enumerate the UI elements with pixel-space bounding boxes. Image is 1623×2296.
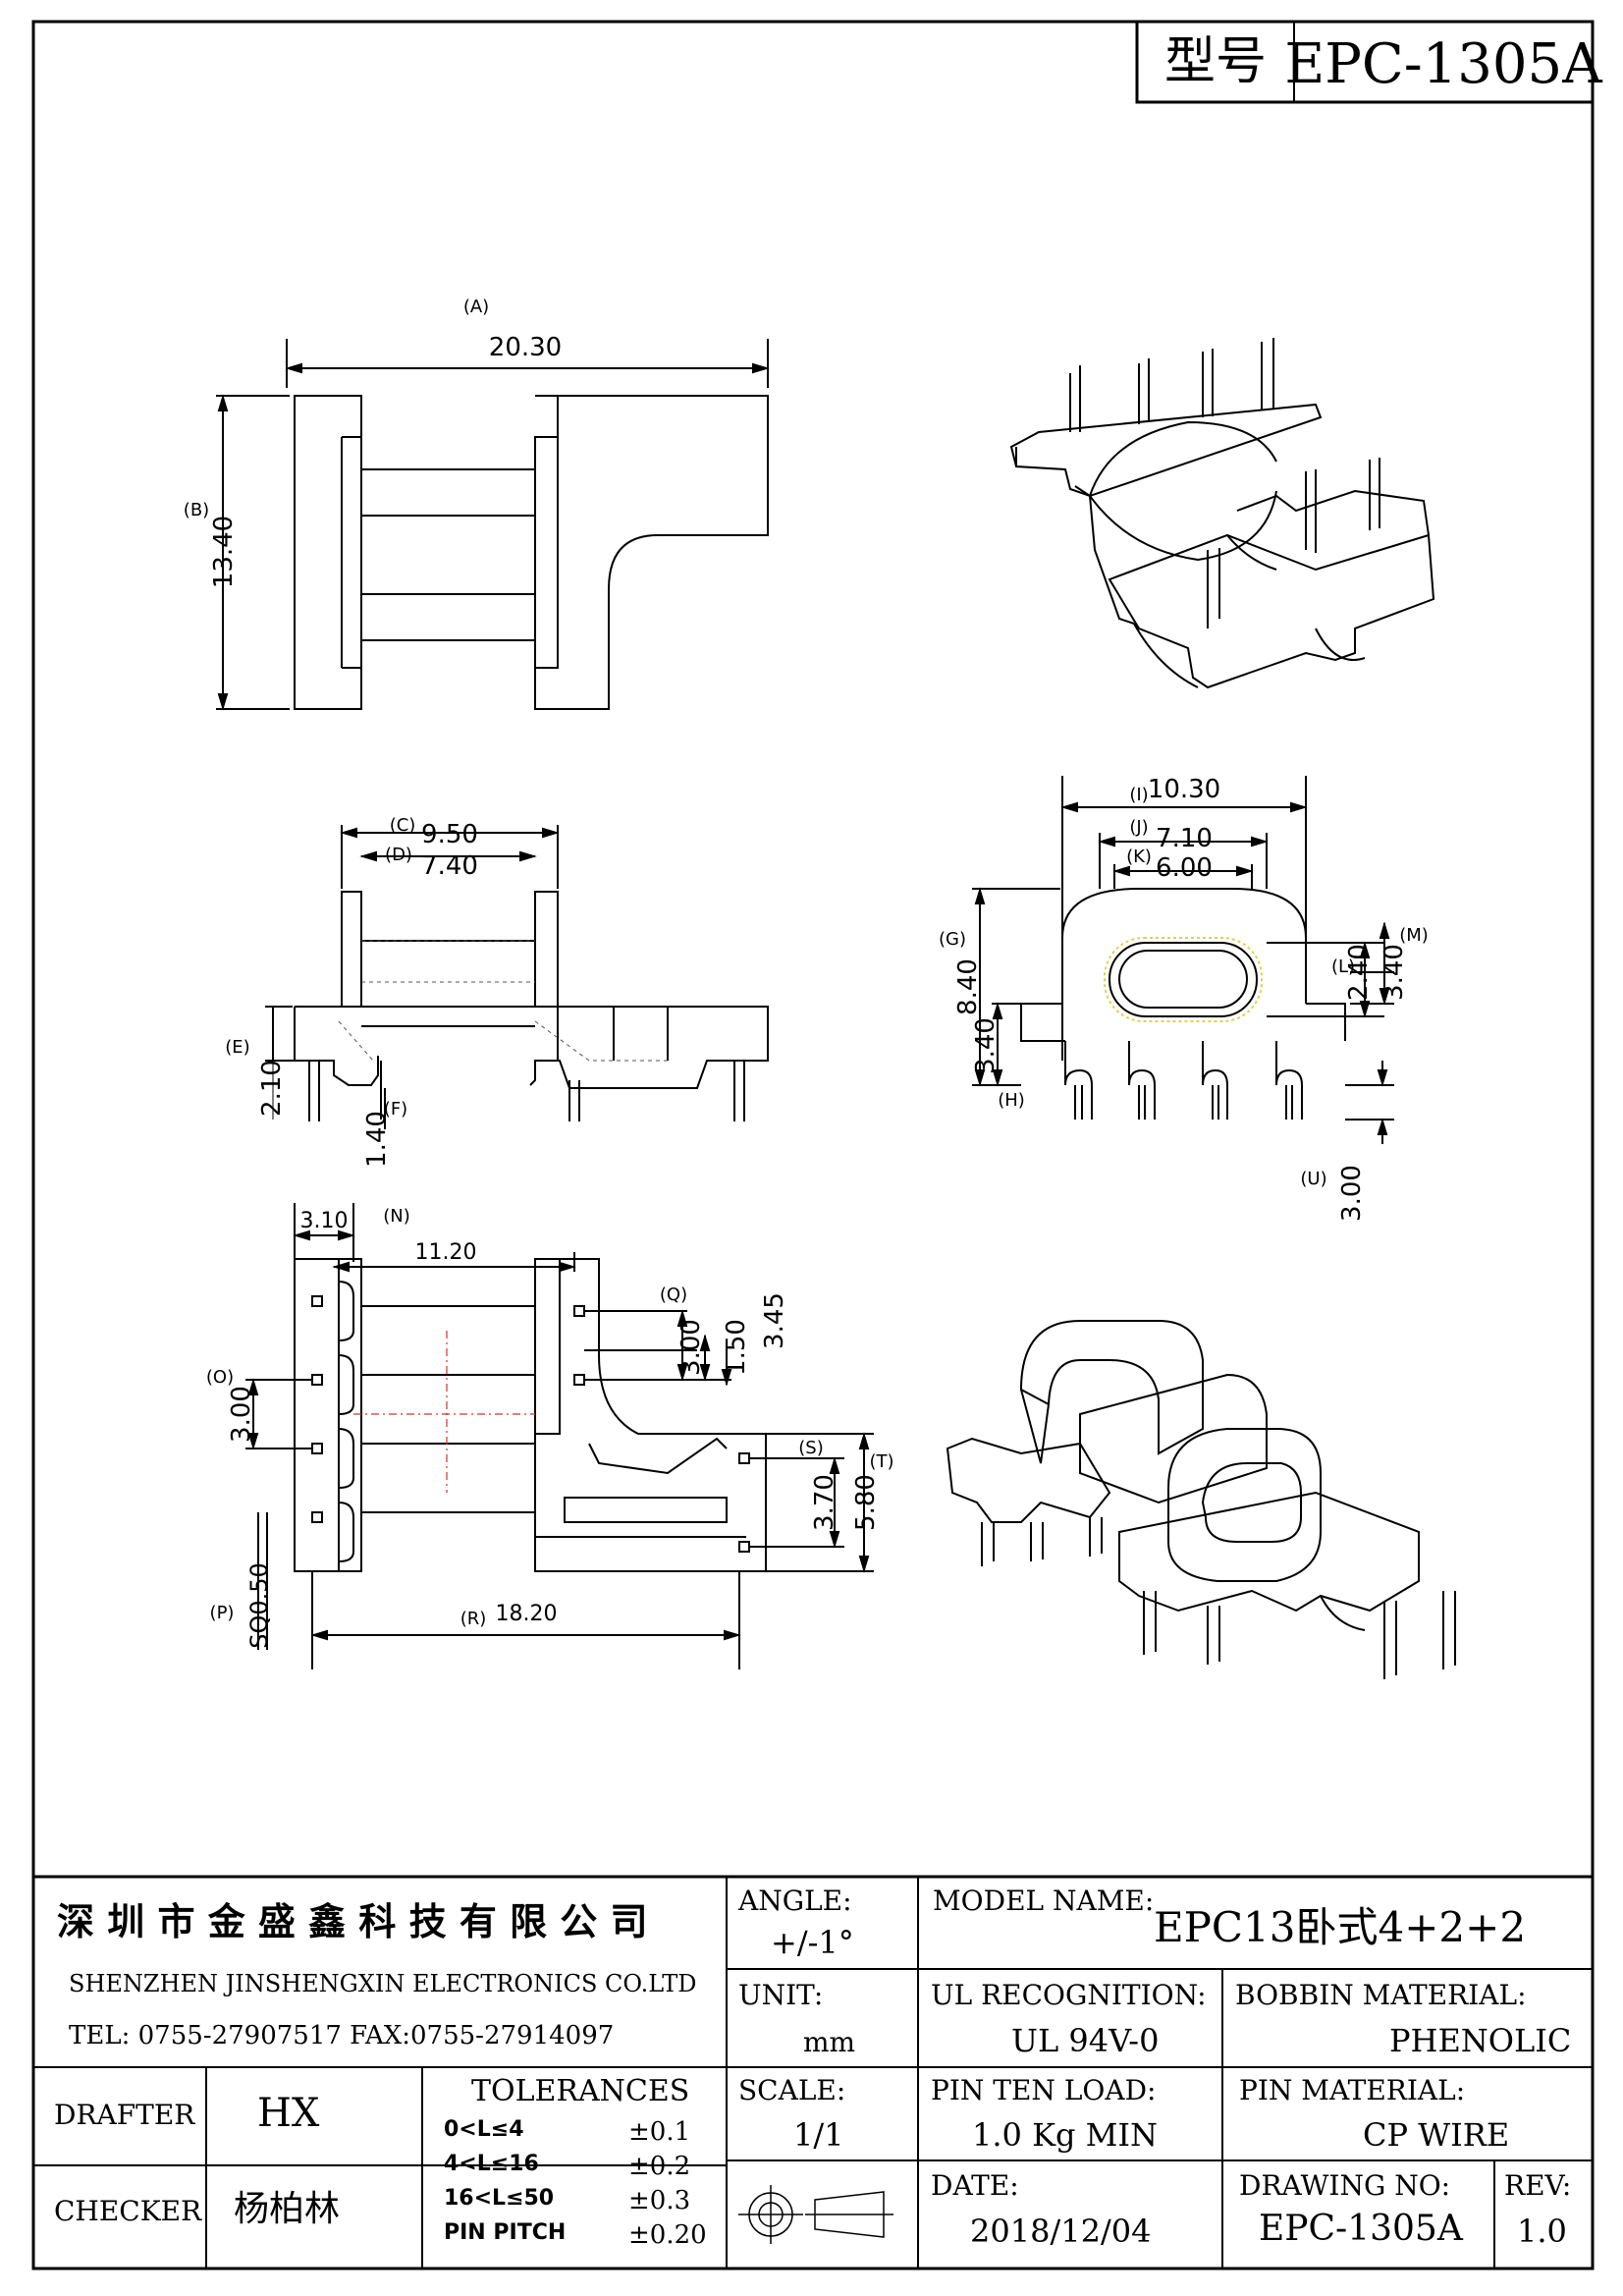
dim-u-label: (U) bbox=[1300, 1169, 1326, 1189]
dim-s-label: (S) bbox=[798, 1438, 823, 1458]
dim-e-value: 2.10 bbox=[257, 1060, 287, 1117]
dim-k-label: (K) bbox=[1126, 847, 1152, 867]
dim-f-label: (F) bbox=[384, 1099, 407, 1120]
pin-material-label: PIN MATERIAL: bbox=[1239, 2074, 1466, 2106]
iso-view-top bbox=[1009, 338, 1435, 689]
tolerance-value: ±0.2 bbox=[628, 2152, 691, 2181]
dim-w-value: 3.10 bbox=[300, 1209, 349, 1233]
angle-label: ANGLE: bbox=[738, 1885, 852, 1917]
dim-m-label: (M) bbox=[1399, 925, 1429, 946]
dim-o-value: 3.00 bbox=[227, 1386, 256, 1443]
date-label: DATE: bbox=[931, 2169, 1019, 2202]
dim-c-value: 9.50 bbox=[421, 820, 478, 849]
model-name-label: MODEL NAME: bbox=[933, 1885, 1155, 1917]
angle-value: +/-1° bbox=[771, 1924, 854, 1961]
dim-a-label: (A) bbox=[463, 297, 489, 317]
dim-r-label: (R) bbox=[460, 1609, 487, 1629]
dim-o-label: (O) bbox=[206, 1367, 234, 1388]
checker-label: CHECKER bbox=[54, 2195, 202, 2227]
bobbin-material-value: PHENOLIC bbox=[1389, 2022, 1572, 2059]
top-view bbox=[216, 339, 770, 711]
date-value: 2018/12/04 bbox=[970, 2213, 1152, 2250]
dim-q3-value: 3.45 bbox=[760, 1292, 789, 1349]
dim-i-value: 10.30 bbox=[1148, 775, 1220, 804]
dim-t-label: (T) bbox=[869, 1451, 893, 1472]
tolerance-range: PIN PITCH bbox=[444, 2220, 567, 2245]
dim-c-label: (C) bbox=[390, 815, 416, 836]
dim-r-value: 18.20 bbox=[496, 1602, 558, 1626]
bobbin-material-label: BOBBIN MATERIAL: bbox=[1235, 1979, 1527, 2011]
tolerance-range: 4<L≤16 bbox=[444, 2152, 539, 2176]
model-header-value: EPC-1305A bbox=[1284, 32, 1602, 96]
company-name-cn: 深 圳 市 金 盛 鑫 科 技 有 限 公 司 bbox=[57, 1899, 648, 1943]
tolerance-range: 0<L≤4 bbox=[444, 2117, 524, 2142]
model-header-box: 型号 EPC-1305A bbox=[1135, 20, 1602, 104]
dim-k-value: 6.00 bbox=[1156, 853, 1213, 883]
dim-q2-value: 1.50 bbox=[722, 1319, 751, 1376]
dim-u-value: 3.00 bbox=[1337, 1165, 1367, 1222]
dim-g-value: 8.40 bbox=[953, 958, 983, 1015]
drafter-value: HX bbox=[257, 2091, 320, 2136]
pin-ten-load-value: 1.0 Kg MIN bbox=[972, 2116, 1159, 2154]
dim-s-value: 3.70 bbox=[810, 1474, 839, 1531]
front-view-hidden-lines bbox=[338, 940, 668, 1062]
side-view-highlight bbox=[1104, 937, 1263, 1022]
pin-ten-load-label: PIN TEN LOAD: bbox=[931, 2074, 1157, 2106]
unit-label: UNIT: bbox=[738, 1979, 824, 2011]
scale-label: SCALE: bbox=[738, 2074, 846, 2106]
dim-d-value: 7.40 bbox=[421, 851, 478, 881]
dim-l-label: (L) bbox=[1331, 957, 1355, 977]
bottom-view-centerlines bbox=[353, 1331, 535, 1493]
pin-material-value: CP WIRE bbox=[1363, 2116, 1510, 2154]
dim-j-value: 7.10 bbox=[1156, 824, 1213, 853]
dim-d-label: (D) bbox=[385, 845, 412, 865]
bottom-view bbox=[245, 1203, 874, 1669]
rev-value: 1.0 bbox=[1517, 2213, 1567, 2250]
dim-i-label: (I) bbox=[1129, 785, 1148, 805]
dim-j-label: (J) bbox=[1129, 817, 1148, 838]
tolerance-range: 16<L≤50 bbox=[444, 2186, 555, 2211]
model-header-label: 型号 bbox=[1164, 32, 1267, 91]
dim-h-label: (H) bbox=[998, 1090, 1025, 1111]
tolerances-label: TOLERANCES bbox=[471, 2074, 690, 2108]
checker-value: 杨柏林 bbox=[234, 2189, 341, 2229]
dim-p-label: (P) bbox=[210, 1603, 235, 1623]
ul-recognition-value: UL 94V-0 bbox=[1011, 2022, 1160, 2059]
drawing-frame bbox=[31, 20, 1595, 2270]
title-block-grid bbox=[33, 1875, 1593, 2269]
dim-q-label: (Q) bbox=[660, 1285, 687, 1305]
company-contact: TEL: 0755-27907517 FAX:0755-27914097 bbox=[69, 2021, 615, 2050]
dim-m-value: 3.40 bbox=[1380, 944, 1409, 1001]
scale-value: 1/1 bbox=[793, 2116, 844, 2154]
dim-h-value: 3.40 bbox=[971, 1017, 1001, 1074]
rev-label: REV: bbox=[1504, 2169, 1572, 2202]
dim-n-label: (N) bbox=[383, 1206, 410, 1227]
projection-symbol bbox=[738, 2185, 893, 2244]
drafter-label: DRAFTER bbox=[54, 2099, 195, 2131]
unit-value: mm bbox=[803, 2026, 856, 2058]
drawing-no-value: EPC-1305A bbox=[1259, 2209, 1463, 2249]
iso-view-bottom bbox=[946, 1320, 1456, 1679]
tolerance-value: ±0.3 bbox=[628, 2186, 691, 2215]
dim-p-value: SQ0.50 bbox=[245, 1562, 273, 1649]
model-name-value: EPC13卧式4+2+2 bbox=[1154, 1903, 1527, 1951]
tolerance-value: ±0.20 bbox=[628, 2220, 707, 2250]
dim-n-value: 11.20 bbox=[415, 1240, 477, 1265]
dim-g-label: (G) bbox=[939, 929, 966, 950]
ul-recognition-label: UL RECOGNITION: bbox=[931, 1979, 1207, 2011]
dim-q-value: 3.00 bbox=[676, 1319, 706, 1376]
dim-b-value: 13.40 bbox=[209, 516, 239, 588]
side-view bbox=[972, 776, 1394, 1144]
dim-a-value: 20.30 bbox=[489, 333, 562, 362]
drawing-no-label: DRAWING NO: bbox=[1239, 2169, 1451, 2202]
dim-t-value: 5.80 bbox=[851, 1474, 881, 1531]
dim-l-value: 2.40 bbox=[1344, 944, 1374, 1001]
dim-b-label: (B) bbox=[184, 500, 209, 520]
tolerance-value: ±0.1 bbox=[628, 2117, 691, 2147]
dim-e-label: (E) bbox=[225, 1037, 249, 1058]
front-view bbox=[265, 825, 769, 1129]
company-name-en: SHENZHEN JINSHENGXIN ELECTRONICS CO.LTD bbox=[69, 1970, 697, 1997]
dim-f-value: 1.40 bbox=[362, 1111, 392, 1168]
